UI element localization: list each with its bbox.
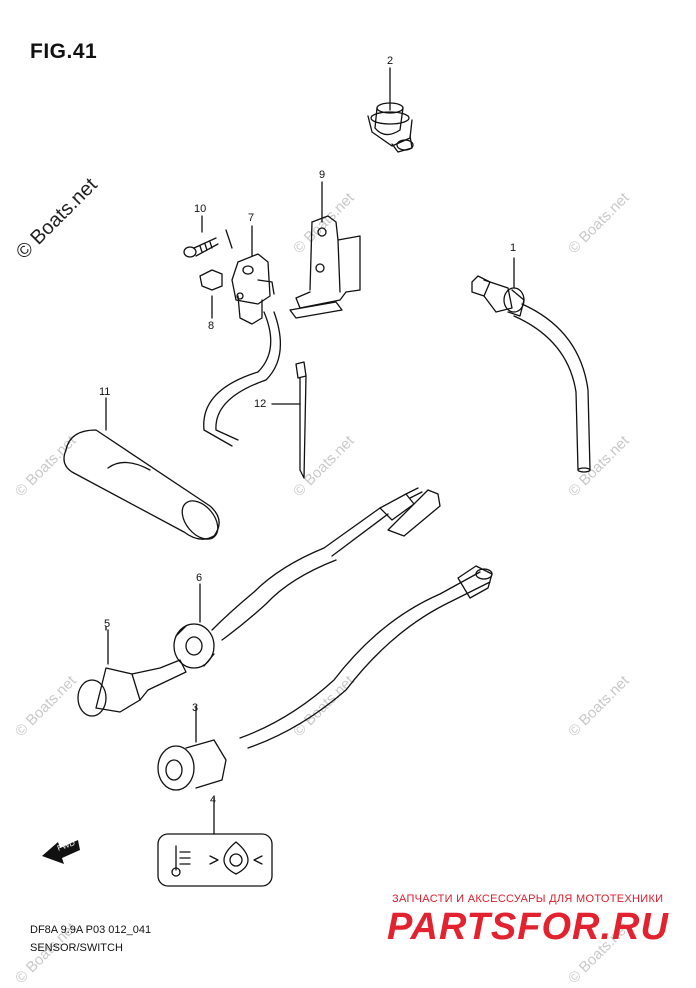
part-12-cable-tie — [271, 361, 307, 479]
callout-5: 5 — [104, 618, 111, 630]
part-4-label — [157, 797, 273, 887]
part-6-harness — [173, 487, 441, 669]
callout-9: 9 — [319, 169, 326, 181]
part-8-nut — [199, 269, 223, 319]
callout-12: 12 — [254, 398, 267, 410]
callout-10: 10 — [194, 203, 207, 215]
part-11-sleeve — [63, 397, 220, 540]
part-9-bracket — [289, 181, 361, 319]
part-1-temp-sensor — [471, 257, 591, 473]
switch-cable — [203, 311, 281, 447]
callout-7: 7 — [248, 212, 255, 224]
part-5-switch — [77, 629, 187, 717]
callout-3: 3 — [192, 702, 199, 714]
part-7-switch — [231, 225, 275, 325]
callout-8: 8 — [208, 320, 215, 332]
promo-tagline: ЗАПЧАСТИ И АКСЕССУАРЫ ДЛЯ МОТОТЕХНИКИ — [392, 893, 664, 905]
figure-code: DF8A 9.9A P03 012_041 — [30, 924, 152, 936]
callout-2: 2 — [387, 55, 394, 67]
callout-4: 4 — [210, 794, 217, 806]
promo-brand-logo: PARTSFOR.RU — [387, 906, 669, 948]
part-3-harness — [239, 565, 493, 749]
part-3-indicator — [157, 705, 227, 791]
figure-title: FIG.41 — [30, 40, 98, 63]
fwd-arrow-icon — [42, 840, 80, 864]
part-2-pressure-switch — [367, 67, 414, 153]
callout-6: 6 — [196, 572, 203, 584]
callout-11: 11 — [99, 386, 111, 398]
callout-1: 1 — [510, 242, 517, 254]
figure-caption: SENSOR/SWITCH — [30, 942, 123, 954]
part-10-screw — [183, 215, 233, 258]
